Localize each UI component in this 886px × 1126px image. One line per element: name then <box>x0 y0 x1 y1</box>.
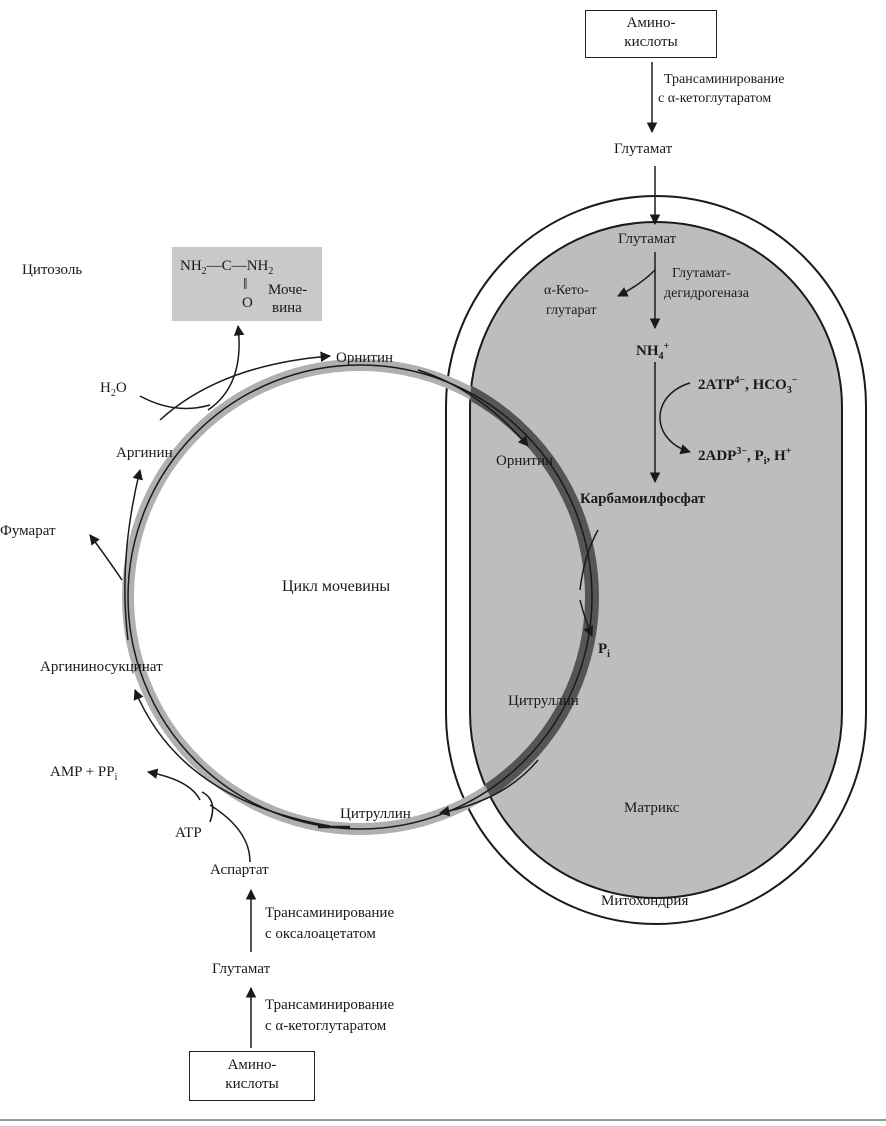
transamination-oaa-2: с оксалоацетатом <box>265 926 376 942</box>
arrow-to-akg <box>617 269 656 297</box>
arrow-water-in <box>139 395 211 410</box>
arrow-carbamoyl-to-ring <box>579 529 599 591</box>
urea-formula: NH2—C—NH2 <box>180 258 274 277</box>
ornithine-mito: Орнитин <box>496 453 553 469</box>
arrow-to-fumarate <box>89 534 123 581</box>
akg-1: α-Кето- <box>544 283 589 298</box>
arrow-argininosuccinate-to-arginine <box>124 468 143 641</box>
cytosol-label: Цитозоль <box>22 262 83 278</box>
arrow-citrulline-to-argininosuccinate <box>133 689 331 827</box>
carbamoyl-phosphate: Карбамоилфосфат <box>580 491 706 507</box>
transamination-top-2: с α-кетоглутаратом <box>658 91 772 106</box>
urea-double-bond: ‖ <box>243 276 248 293</box>
urea-oxygen: O <box>242 295 253 311</box>
ornithine-cytosol: Орнитин <box>336 350 393 366</box>
citrulline-mito: Цитруллин <box>508 693 579 709</box>
urea-box <box>172 247 322 321</box>
atp-hco3-label: 2ATP4−, HCO3− <box>698 375 798 396</box>
fumarate-label: Фумарат <box>0 523 56 539</box>
glutamate-mito: Глутамат <box>618 231 677 247</box>
amino-bottom-line2: кислоты <box>225 1076 279 1092</box>
matrix-label: Матрикс <box>624 800 680 816</box>
atp-cytosol: ATP <box>175 825 202 841</box>
glutamate-bottom: Глутамат <box>212 961 271 977</box>
citrulline-cytosol: Цитруллин <box>340 806 411 822</box>
urea-cycle-line <box>127 364 593 830</box>
gdh-1: Глутамат- <box>672 266 731 281</box>
amp-ppi-label: AMP + PPi <box>50 764 118 783</box>
argininosuccinate-label: Аргининосукцинат <box>40 659 163 675</box>
transamination-bottom-1: Трансаминирование <box>265 997 395 1013</box>
arrow-ornithine-into-mito <box>417 369 529 447</box>
amino-acids-box-bottom: Амино- кислоты <box>189 1051 315 1101</box>
arrow-aspartate-in <box>209 804 251 863</box>
transamination-top-1: Трансаминирование <box>664 72 785 87</box>
urea-name-2: вина <box>272 300 302 316</box>
arrow-citrulline-out <box>438 759 539 817</box>
arrow-atp-in <box>201 791 214 823</box>
arrow-atp-to-adp <box>659 382 692 455</box>
amino-acids-box-top: Амино- кислоты <box>585 10 717 58</box>
urea-name-1: Моче- <box>268 282 308 298</box>
arrow-to-urea <box>207 324 245 411</box>
transamination-bottom-2: с α-кетоглутаратом <box>265 1018 387 1034</box>
arrow-to-amp-ppi <box>146 768 201 801</box>
water-label: H2O <box>100 380 127 399</box>
mitochondrial-matrix <box>469 221 843 899</box>
arginine-label: Аргинин <box>116 445 173 461</box>
nh4-label: NH4+ <box>636 341 670 362</box>
transamination-oaa-1: Трансаминирование <box>265 905 395 921</box>
aspartate-label: Аспартат <box>210 862 269 878</box>
gdh-2: дегидрогеназа <box>664 286 749 301</box>
adp-pi-h-label: 2ADP3−, Pi, H+ <box>698 446 792 467</box>
cycle-name: Цикл мочевины <box>282 578 391 595</box>
arrow-pi-release <box>579 599 594 637</box>
akg-2: глутарат <box>546 303 597 318</box>
amino-top-line1: Амино- <box>626 15 676 31</box>
glutamate-top: Глутамат <box>614 141 673 157</box>
pi-mito: Pi <box>598 641 610 660</box>
amino-bottom-line1: Амино- <box>227 1057 277 1073</box>
mitochondria-label: Митохондрия <box>601 893 689 909</box>
amino-top-line2: кислоты <box>624 34 678 50</box>
